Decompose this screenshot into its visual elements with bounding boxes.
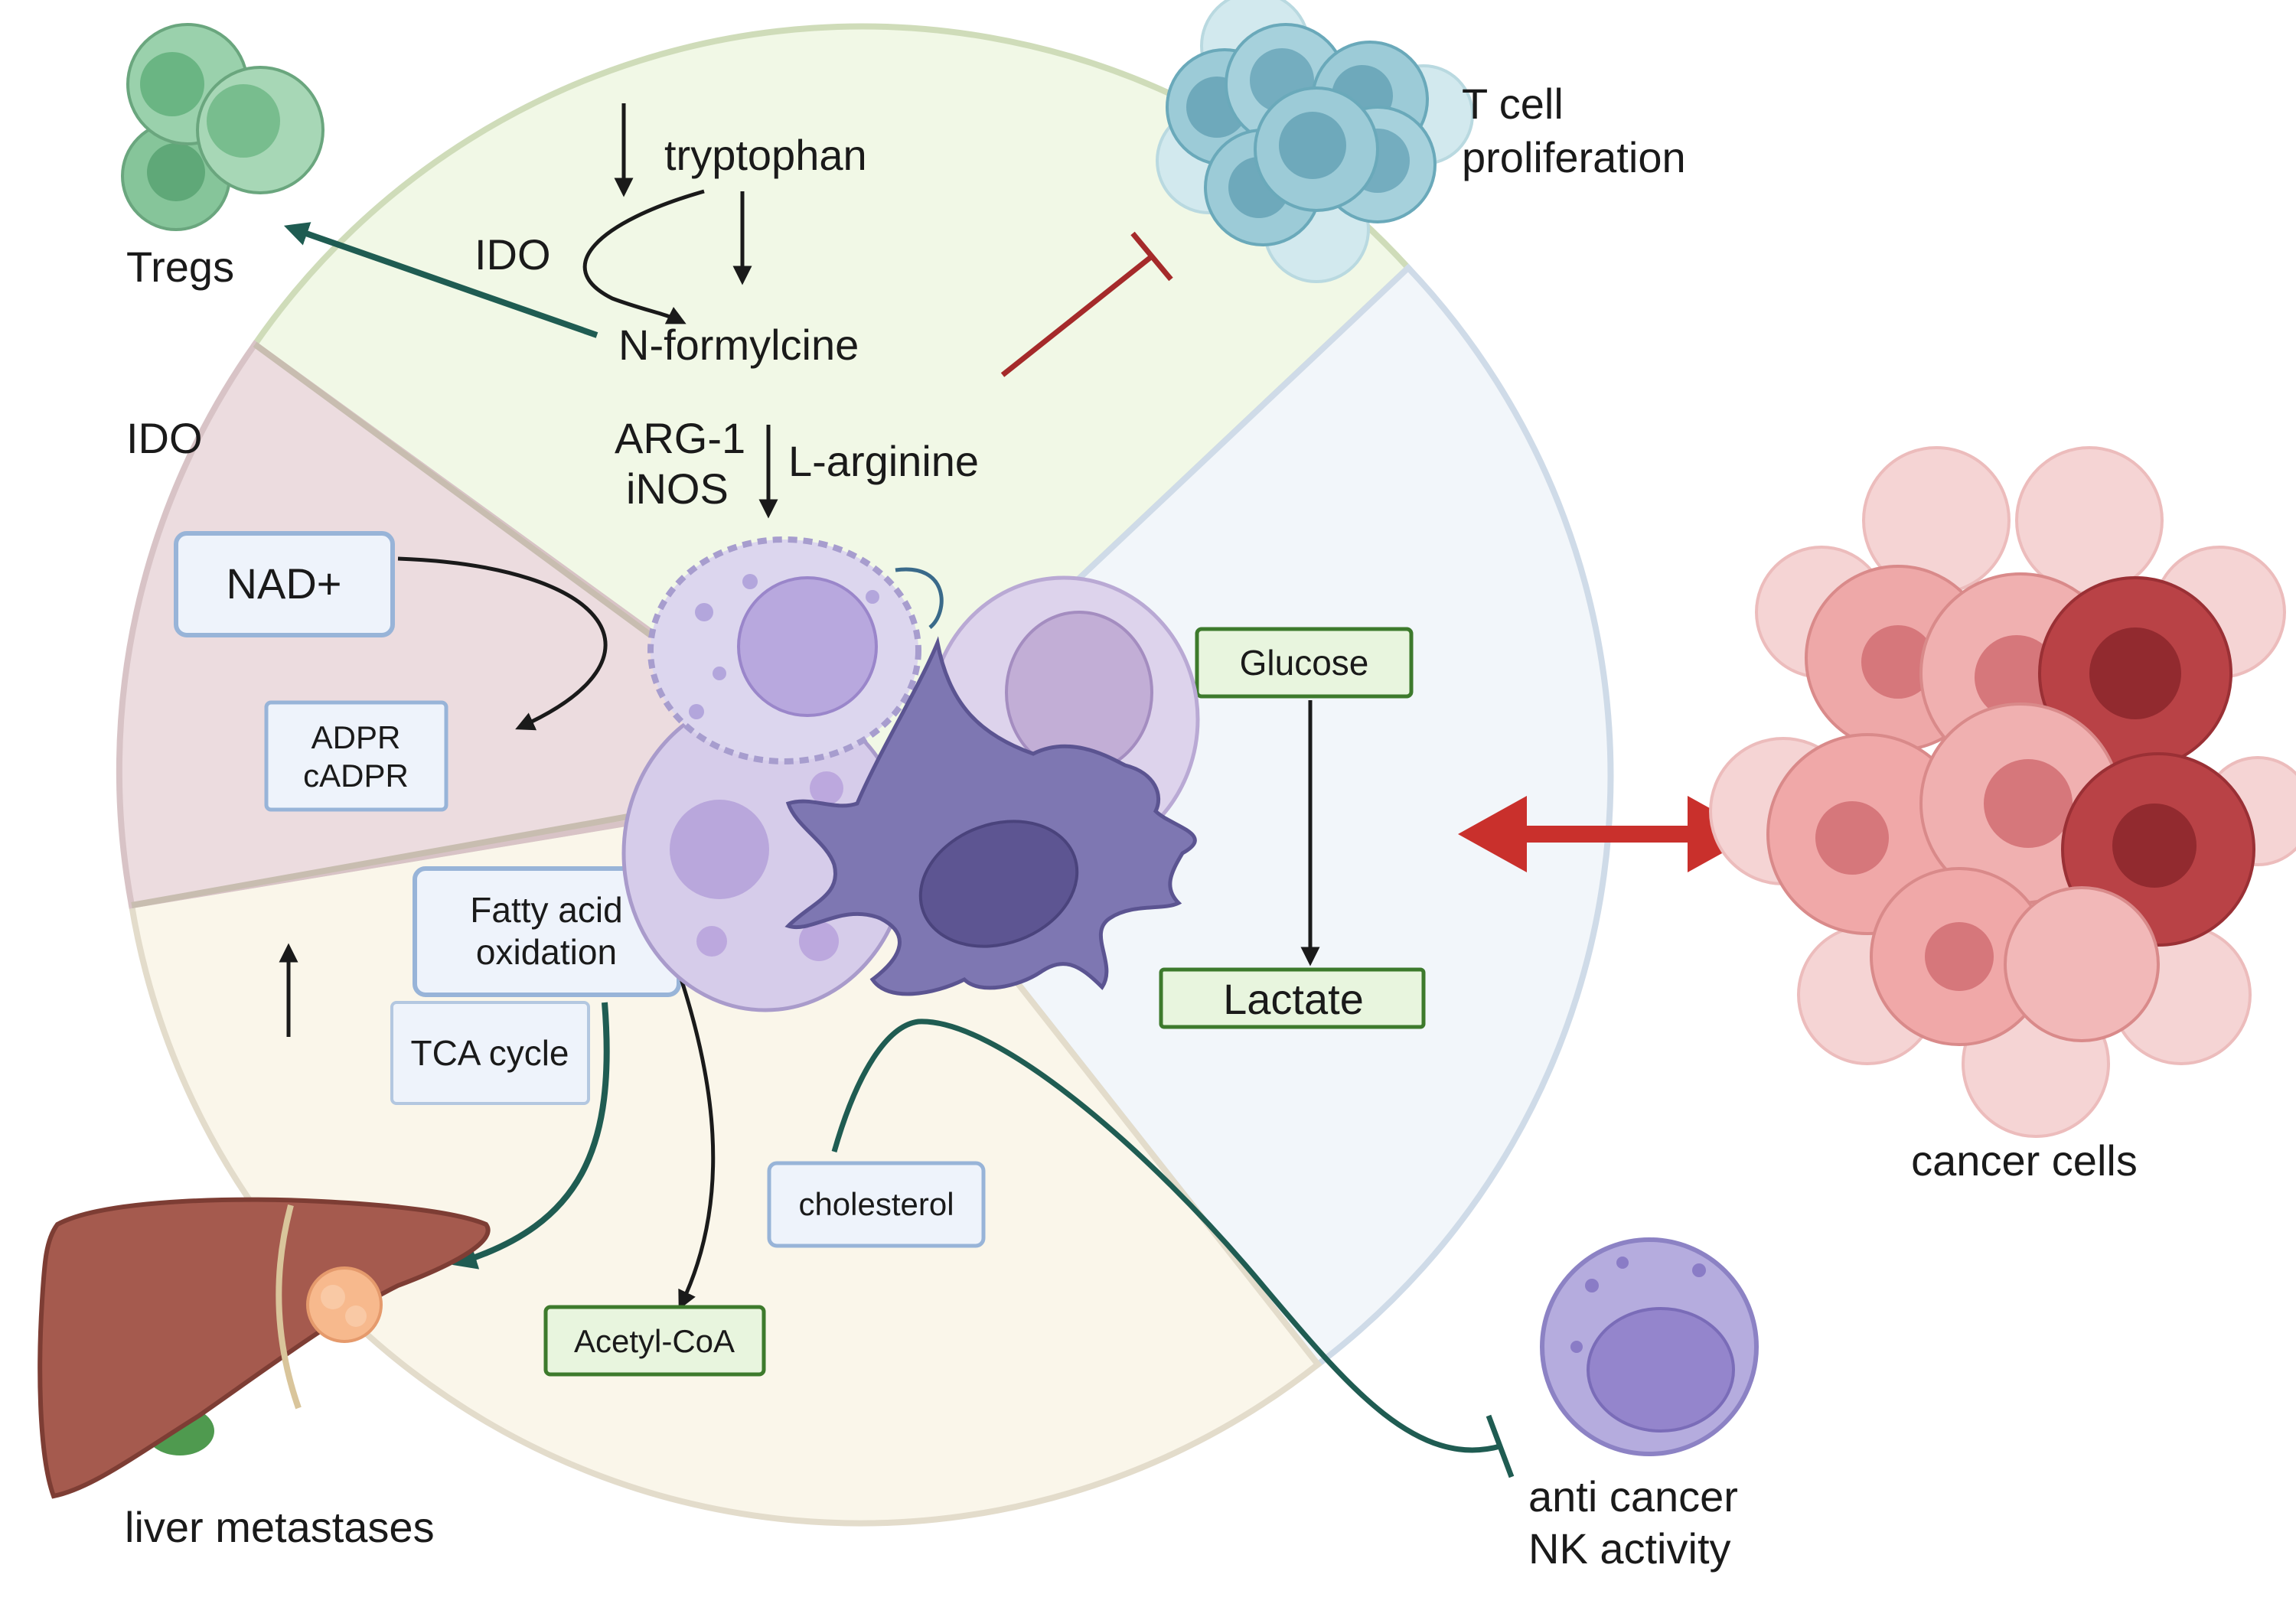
- cancer-cells-icon: [1709, 446, 2296, 1138]
- nk-label-line2: NK activity: [1528, 1524, 1731, 1573]
- glucose-label: Glucose: [1240, 643, 1369, 683]
- tregs-label: Tregs: [126, 243, 234, 291]
- t-cell-label-line2: proliferation: [1462, 133, 1686, 181]
- nk-label-line1: anti cancer: [1528, 1472, 1738, 1521]
- acetyl-coa-label: Acetyl-CoA: [574, 1323, 735, 1359]
- t-cell-cluster-icon: [1156, 0, 1474, 283]
- adpr-label: ADPR: [311, 719, 401, 755]
- nad-box: [174, 531, 395, 637]
- inos-label: iNOS: [626, 464, 729, 513]
- n-formylcine-to-tregs-arrow: [283, 222, 598, 338]
- acetyl-coa-box: [543, 1305, 766, 1377]
- glucose-box: [1195, 627, 1414, 699]
- nad-to-adpr-arrow: [397, 556, 608, 731]
- tryptophan-label: tryptophan: [664, 131, 867, 179]
- nk-inhibition-line: [831, 1019, 1515, 1478]
- tca-cycle-label: TCA cycle: [410, 1033, 569, 1073]
- arg1-label: ARG-1: [615, 414, 745, 462]
- n-formylcine-label: N-formylcine: [618, 321, 859, 369]
- liver-icon: [38, 1197, 491, 1499]
- ido-curved-arrow: [582, 189, 705, 324]
- fatty-acid-to-acetyl-arrow: [677, 971, 716, 1310]
- ido-top-label: IDO: [475, 230, 551, 279]
- cadpr-label: cADPR: [303, 758, 409, 794]
- lactate-box: [1159, 967, 1426, 1029]
- tca-cycle-box: [390, 1001, 590, 1105]
- myeloid-cells-icon: [621, 536, 1200, 1012]
- cholesterol-label: cholesterol: [798, 1186, 954, 1222]
- fatty-acid-label-line2: oxidation: [476, 932, 617, 972]
- cancer-cells-label: cancer cells: [1911, 1136, 2138, 1185]
- fatty-acid-label-line1: Fatty acid: [470, 890, 622, 930]
- fatty-acid-to-liver-arrow: [452, 1002, 610, 1270]
- lactate-label: Lactate: [1223, 975, 1364, 1023]
- nk-cell-icon: [1540, 1237, 1759, 1456]
- cholesterol-box: [767, 1161, 986, 1248]
- l-arginine-label: L-arginine: [788, 437, 979, 485]
- liver-metastases-label: liver metastases: [125, 1503, 435, 1551]
- tregs-cells-icon: [121, 23, 325, 231]
- ido-left-label: IDO: [126, 414, 203, 462]
- t-cell-inhibition-line: [1000, 231, 1173, 377]
- nad-box-label: NAD+: [227, 559, 342, 608]
- t-cell-label-line1: T cell: [1462, 80, 1564, 128]
- adpr-box: [264, 700, 448, 812]
